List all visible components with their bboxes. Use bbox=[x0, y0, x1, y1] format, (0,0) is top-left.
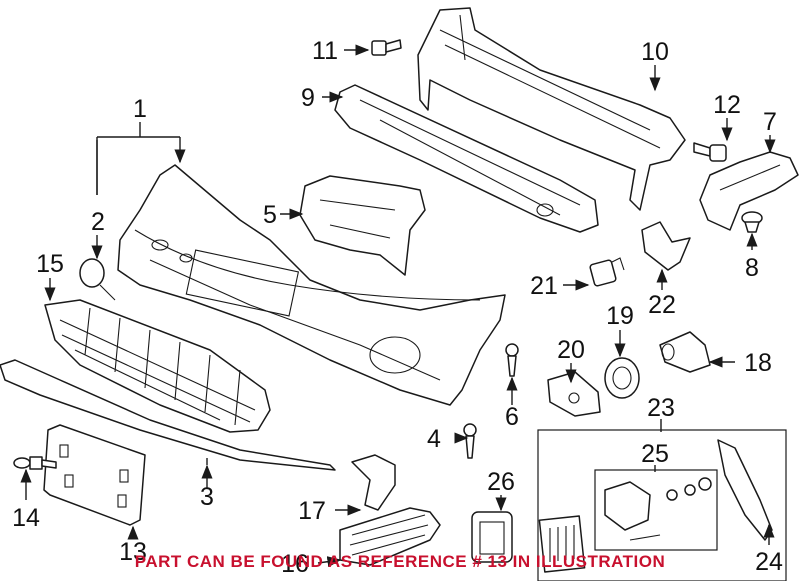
callout-10: 10 bbox=[641, 38, 669, 66]
callout-11: 11 bbox=[312, 37, 338, 65]
lower-grille bbox=[44, 299, 271, 433]
callout-16: 16 bbox=[281, 550, 309, 578]
parking-sensor-18 bbox=[659, 331, 711, 373]
bumper-cover bbox=[117, 164, 506, 406]
kit-box-25 bbox=[594, 469, 718, 551]
callout-9: 9 bbox=[301, 84, 315, 112]
callout-17: 17 bbox=[298, 497, 326, 525]
bolt-11 bbox=[371, 39, 402, 56]
sensor-frame-26 bbox=[471, 511, 513, 563]
guide-bracket-7 bbox=[699, 151, 799, 231]
callout-20: 20 bbox=[557, 336, 585, 364]
callout-13: 13 bbox=[119, 538, 147, 566]
callout-23: 23 bbox=[647, 394, 675, 422]
callout-14: 14 bbox=[12, 504, 40, 532]
callout-5: 5 bbox=[263, 201, 277, 229]
nut-8 bbox=[741, 211, 763, 233]
sensor-ring-19 bbox=[604, 357, 640, 399]
callout-22: 22 bbox=[648, 291, 676, 319]
screw-6 bbox=[505, 343, 519, 377]
retainer-clip-14 bbox=[13, 456, 57, 470]
side-grille-16 bbox=[339, 507, 441, 566]
reference-note: PART CAN BE FOUND AS REFERENCE # 13 IN I… bbox=[134, 552, 666, 571]
callout-19: 19 bbox=[606, 302, 634, 330]
lower-spoiler bbox=[0, 359, 336, 471]
bracket-22 bbox=[641, 221, 691, 271]
screw-4 bbox=[463, 423, 477, 459]
bracket-24 bbox=[717, 439, 773, 541]
sensor-module bbox=[538, 515, 586, 573]
callout-3: 3 bbox=[200, 483, 214, 511]
callout-1: 1 bbox=[133, 95, 147, 123]
side-bracket-5 bbox=[299, 175, 426, 276]
license-plate-bracket bbox=[43, 424, 146, 526]
callout-15: 15 bbox=[36, 250, 64, 278]
energy-absorber bbox=[334, 84, 599, 233]
impact-bar bbox=[417, 7, 686, 211]
sensor-bracket-20 bbox=[547, 371, 601, 417]
fog-trim-17 bbox=[351, 454, 396, 511]
callout-6: 6 bbox=[505, 403, 519, 431]
callout-26: 26 bbox=[487, 468, 515, 496]
callout-4: 4 bbox=[427, 425, 441, 453]
callout-2: 2 bbox=[91, 208, 105, 236]
callout-7: 7 bbox=[763, 108, 777, 136]
callout-8: 8 bbox=[745, 254, 759, 282]
callout-25: 25 bbox=[641, 440, 669, 468]
callout-21: 21 bbox=[530, 272, 558, 300]
callout-24: 24 bbox=[755, 548, 783, 576]
switch-21 bbox=[589, 257, 625, 287]
callout-18: 18 bbox=[744, 349, 772, 377]
callout-12: 12 bbox=[713, 91, 741, 119]
leader-lines bbox=[20, 44, 776, 568]
kit-box-23 bbox=[537, 429, 787, 581]
tow-hook-cover bbox=[79, 258, 116, 301]
bolt-12 bbox=[693, 142, 727, 162]
